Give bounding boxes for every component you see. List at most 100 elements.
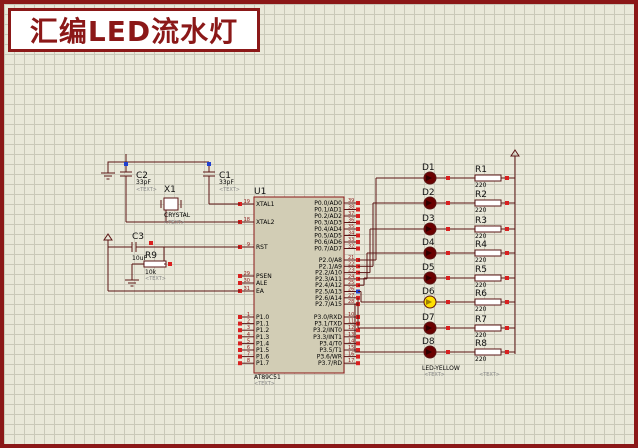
mcu-pin-label: P3.3/INT1 — [313, 334, 342, 341]
pin-marker — [446, 227, 450, 231]
mcu-pin-number: 21 — [348, 255, 354, 261]
resistor-ref: R8 — [475, 339, 487, 349]
crystal-ref: X1 — [164, 185, 176, 195]
mcu-pin-number: 7 — [247, 352, 250, 358]
pin-marker — [238, 361, 242, 366]
led-ref: D6 — [422, 287, 435, 297]
pin-marker — [505, 201, 509, 205]
mcu-pin-number: 6 — [247, 345, 250, 351]
diode-arrow-icon — [426, 275, 432, 281]
mcu-pin-label: EA — [256, 288, 265, 295]
resistor-ref: R4 — [475, 240, 487, 250]
pin-marker — [168, 262, 172, 266]
pin-marker — [505, 300, 509, 304]
resistor-icon[interactable] — [474, 249, 502, 257]
mcu-pin-label: P0.6/AD6 — [314, 239, 342, 246]
resistor-icon[interactable] — [474, 199, 502, 207]
mcu-pin-number: 35 — [348, 224, 354, 230]
pin-marker — [238, 328, 242, 333]
mcu-pin-label: P0.4/AD4 — [314, 226, 342, 233]
resistor-icon[interactable] — [474, 225, 502, 233]
mcu-body[interactable] — [253, 196, 345, 374]
mcu-pin-label: P0.5/AD5 — [314, 233, 342, 240]
mcu-pin-number: 32 — [348, 244, 354, 250]
led-5[interactable] — [423, 271, 437, 285]
pin-marker — [238, 274, 242, 278]
mcu-pin-number: 19 — [244, 199, 250, 205]
led-ref: D2 — [422, 188, 435, 198]
power-arrow-icon — [103, 233, 113, 241]
mcu-pin-label: P1.4 — [256, 340, 269, 347]
resistor-ref: R2 — [475, 190, 487, 200]
c3-value: 10uF — [132, 255, 147, 262]
resistor-icon[interactable] — [474, 174, 502, 182]
mcu-pin-number: 5 — [247, 338, 250, 344]
pin-marker — [238, 341, 242, 346]
led-1[interactable] — [423, 171, 437, 185]
led-2[interactable] — [423, 196, 437, 210]
resistor-value: 220 — [475, 182, 487, 189]
mcu-pin-number: 26 — [348, 287, 354, 293]
pin-marker — [356, 348, 360, 352]
mcu-pin-label: P2.1/A9 — [319, 263, 342, 270]
pin-marker — [356, 328, 360, 333]
led-ref: D4 — [422, 238, 435, 248]
mcu-pin-number: 3 — [247, 325, 250, 331]
led-ref: D3 — [422, 214, 435, 224]
schematic-canvas[interactable]: U1AT89C51<TEXT>XTAL119XTAL218RST9PSEN29A… — [4, 4, 638, 448]
c2-text-placeholder: <TEXT> — [136, 187, 157, 193]
resistor-value: 220 — [475, 332, 487, 339]
led-3[interactable] — [423, 222, 437, 236]
resistor-value: 220 — [475, 233, 487, 240]
led-ref: D7 — [422, 313, 435, 323]
resistor-value: 220 — [475, 282, 487, 289]
mcu-pin-label: P3.4/T0 — [319, 340, 342, 347]
led-7[interactable] — [423, 321, 437, 335]
led-ref: D8 — [422, 337, 435, 347]
resistor-value: 220 — [475, 356, 487, 363]
pin-marker — [446, 326, 450, 330]
mcu-pin-number: 13 — [348, 332, 354, 338]
r9-ref: R9 — [145, 251, 157, 261]
led-6[interactable] — [423, 295, 437, 309]
resistor-icon[interactable] — [474, 348, 502, 356]
ground-icon — [125, 276, 139, 287]
crystal-icon[interactable] — [163, 197, 179, 211]
r9-value: 10k — [145, 269, 157, 276]
pin-marker — [356, 240, 360, 244]
mcu-pin-number: 16 — [348, 352, 354, 358]
mcu-pin-number: 33 — [348, 237, 354, 243]
mcu-pin-number: 12 — [348, 325, 354, 331]
pin-marker — [356, 341, 360, 346]
mcu-pin-label: P3.7/RD — [318, 360, 342, 367]
crystal-text-placeholder: <TEXT> — [164, 220, 185, 226]
mcu-pin-label: P2.7/A15 — [315, 301, 342, 308]
mcu-pin-number: 31 — [244, 286, 250, 292]
pin-marker — [446, 176, 450, 180]
mcu-pin-number: 9 — [247, 242, 250, 248]
resistor-icon[interactable] — [474, 274, 502, 282]
resistor-icon[interactable] — [143, 260, 167, 268]
mcu-pin-label: P3.1/TXD — [314, 321, 342, 328]
diode-arrow-icon — [426, 299, 432, 305]
pin-marker — [238, 321, 242, 326]
pin-marker — [207, 162, 211, 166]
mcu-pin-label: RST — [256, 244, 268, 251]
pin-marker — [356, 227, 360, 231]
pin-marker — [124, 162, 128, 166]
resistor-ref: R7 — [475, 315, 487, 325]
led-8[interactable] — [423, 345, 437, 359]
pin-marker — [238, 354, 242, 359]
c1-text-placeholder: <TEXT> — [219, 187, 240, 193]
mcu-pin-label: XTAL2 — [256, 219, 275, 226]
mcu-part: AT89C51 — [254, 374, 281, 381]
pin-marker — [238, 348, 242, 352]
mcu-pin-label: PSEN — [256, 273, 272, 280]
page-title: 汇编LED流水灯 — [29, 15, 239, 48]
resistor-icon[interactable] — [474, 324, 502, 332]
resistor-icon[interactable] — [474, 298, 502, 306]
c2-ref: C2 — [136, 171, 148, 181]
diode-arrow-icon — [426, 175, 432, 181]
led-4[interactable] — [423, 246, 437, 260]
pin-marker — [356, 220, 360, 225]
